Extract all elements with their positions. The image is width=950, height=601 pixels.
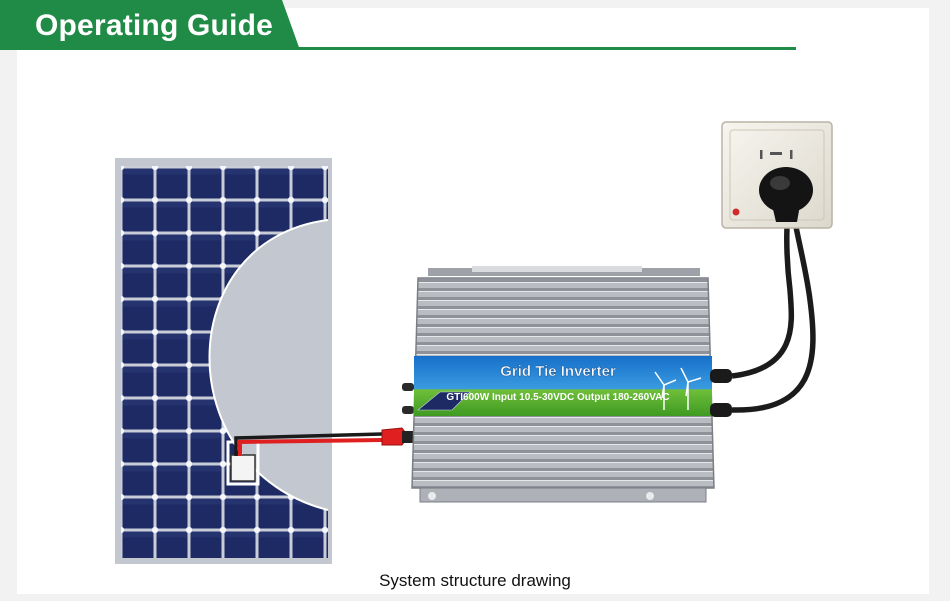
header-band	[0, 0, 300, 50]
inverter-title: Grid Tie Inverter	[500, 363, 616, 380]
header-underline	[298, 47, 796, 50]
mini-solar-array-icon	[417, 391, 471, 411]
dc-cable-icon	[234, 383, 414, 456]
page-title: Operating Guide	[35, 9, 274, 42]
junction-box-icon	[230, 454, 256, 482]
diagram-caption: System structure drawing	[379, 571, 571, 590]
ac-cable-icon	[710, 204, 816, 417]
inverter-icon: Grid Tie Inverter GTI600W Input 10.5-30V…	[411, 266, 715, 503]
solar-panel-icon	[115, 158, 332, 564]
inverter-spec: GTI600W Input 10.5-30VDC Output 180-260V…	[446, 392, 669, 403]
wind-turbine-icon	[654, 367, 702, 410]
plug-icon	[759, 167, 813, 222]
